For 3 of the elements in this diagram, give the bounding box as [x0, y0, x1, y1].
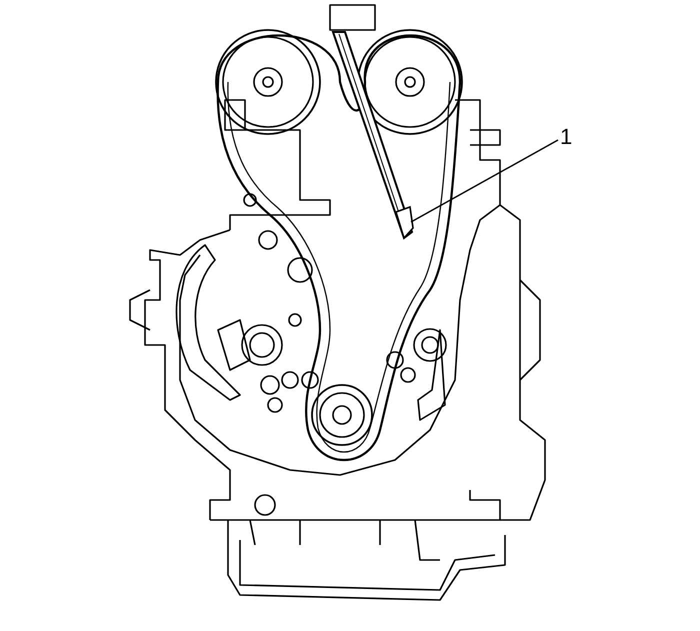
locking-tool-drawing: [332, 31, 414, 240]
callout-number: 1: [560, 126, 572, 148]
leader-line: [410, 139, 558, 223]
